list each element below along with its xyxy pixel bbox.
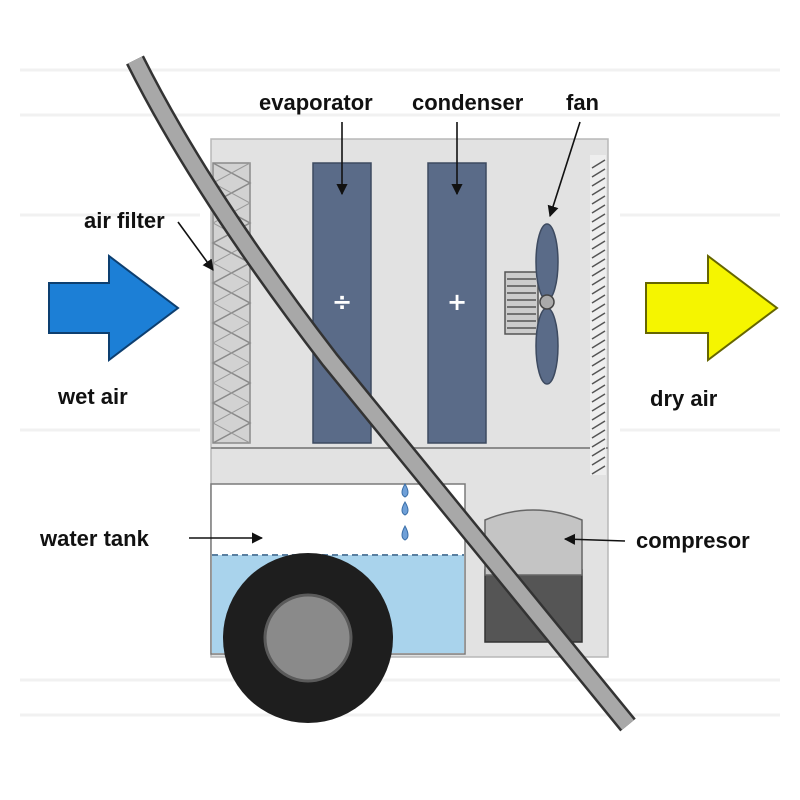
dry-air-arrow [645,253,779,363]
evaporator-coil [312,162,372,444]
label-evaporator: evaporator [259,90,373,115]
water-drops [401,483,409,541]
background-texture [20,68,780,717]
label-compressor: compresor [636,528,750,553]
wet-air-arrow [48,253,180,363]
fan-blades [535,223,559,385]
label-wet-air: wet air [57,384,128,409]
evaporator-symbol: ÷ [332,288,352,316]
condenser-symbol: + [447,288,467,316]
fan-motor [504,271,539,335]
wheel [223,553,393,723]
label-pointers [177,121,626,545]
label-air-filter: air filter [84,208,165,233]
label-fan: fan [566,90,599,115]
exhaust-grille [590,155,606,475]
condenser-coil [427,162,487,444]
label-water-tank: water tank [39,526,150,551]
label-dry-air: dry air [650,386,718,411]
label-condenser: condenser [412,90,524,115]
diagonal-strike [126,55,636,732]
